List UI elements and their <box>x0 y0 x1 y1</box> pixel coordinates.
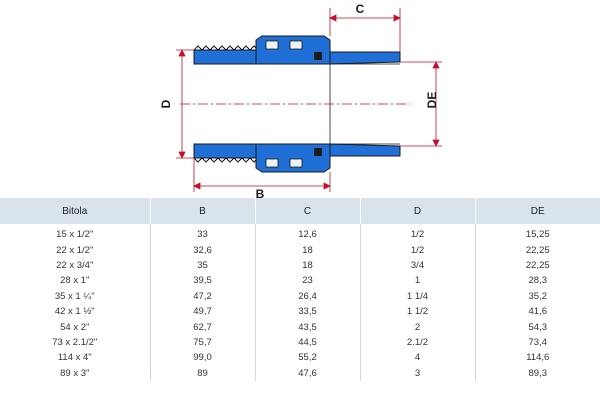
header-de: DE <box>475 198 600 224</box>
dimension-lines <box>176 8 442 192</box>
header-c: C <box>255 198 361 224</box>
cell-c: 18 <box>255 257 361 274</box>
cell-d: 2.1/2 <box>360 334 476 351</box>
dim-label-b: B <box>256 187 265 200</box>
cell-de: 35,2 <box>528 290 548 302</box>
cell-bitola: 73 x 2.1/2" <box>0 334 151 351</box>
cell-de: 41,6 <box>528 306 548 318</box>
cell-d: 1 <box>360 273 476 289</box>
cell-bitola: 15 x 1/2" <box>0 224 151 243</box>
cell-de: 54,3 <box>528 321 548 333</box>
cell-d: 3 <box>360 365 476 381</box>
cell-de: 73,4 <box>528 336 548 348</box>
cell-d: 1 1/4 <box>360 288 476 304</box>
header-b: B <box>150 198 256 224</box>
cell-de: 89,3 <box>528 367 548 379</box>
cell-b: 75,7 <box>150 334 256 351</box>
cell-bitola: 89 x 3" <box>0 365 151 381</box>
cell-c: 47,6 <box>255 365 361 381</box>
cell-c: 18 <box>255 242 361 258</box>
cell-d: 1/2 <box>360 224 476 243</box>
cell-b: 32,6 <box>150 242 256 258</box>
cell-de: 22,25 <box>525 244 550 256</box>
cell-c: 12,6 <box>255 224 361 243</box>
cell-c: 33,5 <box>255 303 361 320</box>
cell-b: 49,7 <box>150 303 256 320</box>
fitting-diagram: C D B DE <box>159 2 442 200</box>
cell-d: 1 1/2 <box>360 303 476 320</box>
cell-c: 26,4 <box>255 288 361 304</box>
cell-de: 28,3 <box>528 275 548 287</box>
cell-bitola: 42 x 1 ½" <box>0 303 151 320</box>
cell-b: 35 <box>150 257 256 274</box>
socket-section <box>329 51 401 157</box>
cell-b: 89 <box>150 365 256 381</box>
table-header-row: Bitola B C D DE <box>0 198 600 224</box>
dim-label-de: DE <box>425 92 439 109</box>
cell-de: 22,25 <box>525 259 550 271</box>
cell-b: 99,0 <box>150 350 256 366</box>
cell-bitola: 22 x 3/4" <box>0 257 151 274</box>
header-d: D <box>360 198 476 224</box>
cell-d: 1/2 <box>360 242 476 258</box>
cell-c: 43,5 <box>255 319 361 335</box>
dim-label-d: D <box>159 99 173 108</box>
cell-b: 62,7 <box>150 319 256 335</box>
cell-c: 44,5 <box>255 334 361 351</box>
cell-de: 15,25 <box>525 229 550 241</box>
cell-bitola: 35 x 1 ¼" <box>0 288 151 304</box>
cell-d: 2 <box>360 319 476 335</box>
cell-bitola: 28 x 1" <box>0 273 151 289</box>
cell-bitola: 114 x 4" <box>0 350 151 366</box>
cell-bitola: 22 x 1/2" <box>0 242 151 258</box>
cell-b: 47,2 <box>150 288 256 304</box>
cell-de: 114,6 <box>526 352 550 364</box>
cell-c: 55,2 <box>255 350 361 366</box>
header-bitola: Bitola <box>0 198 151 224</box>
cell-d: 4 <box>360 350 476 366</box>
cell-c: 23 <box>255 273 361 289</box>
dim-label-c: C <box>356 2 365 16</box>
cell-b: 33 <box>150 224 256 243</box>
cell-d: 3/4 <box>360 257 476 274</box>
cell-b: 39,5 <box>150 273 256 289</box>
cell-bitola: 54 x 2" <box>0 319 151 335</box>
